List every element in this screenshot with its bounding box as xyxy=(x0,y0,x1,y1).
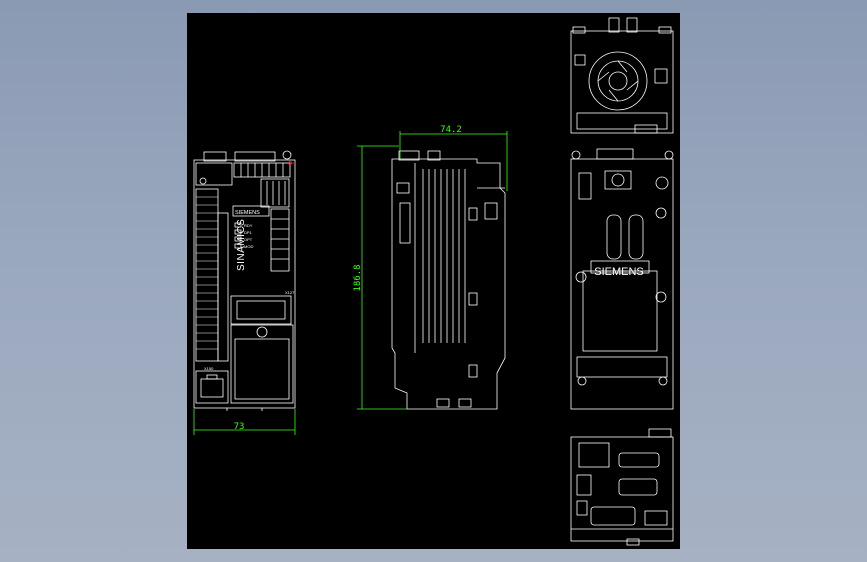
dimension-lines xyxy=(193,131,508,435)
technical-drawing: 73 74.2 186.8 SINAMICS SIEMENS SIEMENS X… xyxy=(193,17,674,546)
cad-canvas: 73 74.2 186.8 SINAMICS SIEMENS SIEMENS X… xyxy=(187,13,680,549)
front-view xyxy=(193,150,296,411)
led-label-rdy: RDY xyxy=(244,223,253,228)
siemens-plate-side: SIEMENS xyxy=(594,266,644,278)
led-label-mod: MOD xyxy=(244,244,253,249)
sinamics-vertical-label: SINAMICS xyxy=(236,219,247,271)
rear-view xyxy=(570,148,674,410)
bottom-view xyxy=(570,428,674,546)
height-dimension-label: 186.8 xyxy=(353,264,363,291)
led-label-opt: OPT xyxy=(244,237,253,242)
led-label-dp1: DP1 xyxy=(244,230,253,235)
port-x150-label: X150 xyxy=(204,366,214,371)
accent-marks xyxy=(288,161,295,165)
side-view xyxy=(391,150,506,410)
depth-dimension-label: 74.2 xyxy=(440,125,462,135)
top-view xyxy=(570,17,674,134)
siemens-plate-front: SIEMENS xyxy=(235,210,260,216)
port-x127-label: X127 xyxy=(285,290,295,295)
width-dimension-label: 73 xyxy=(234,422,245,432)
